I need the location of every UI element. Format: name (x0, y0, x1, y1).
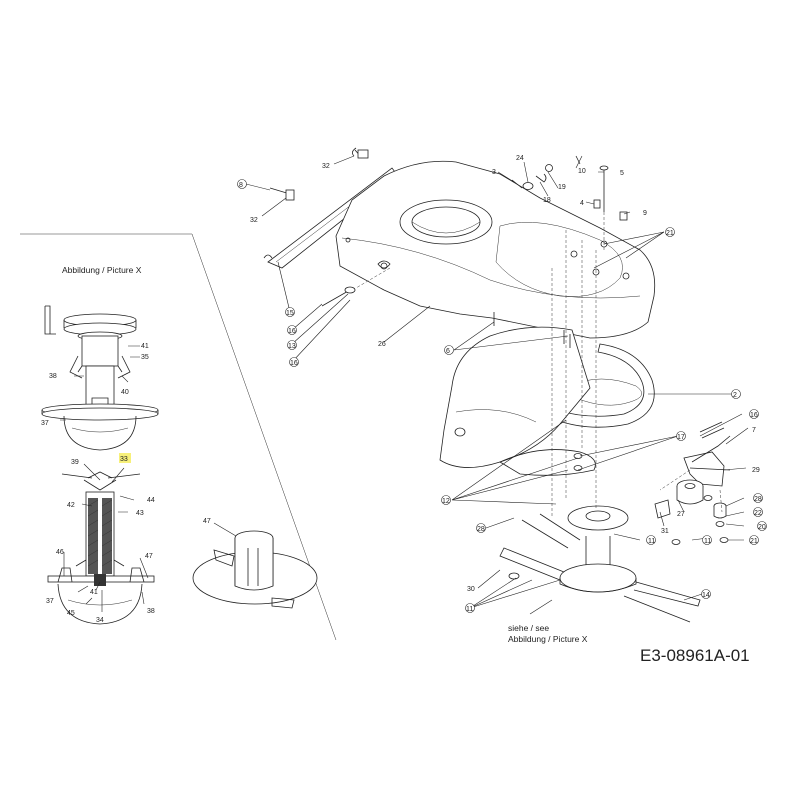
label-9: 9 (643, 210, 647, 217)
label-47b: 47 (203, 518, 211, 525)
label-11b: 11 (648, 538, 655, 545)
label-18: 18 (543, 197, 551, 204)
label-38: 38 (49, 373, 57, 380)
label-14: 14 (702, 592, 710, 599)
label-37b: 37 (46, 598, 54, 605)
label-29: 29 (752, 467, 760, 474)
label-28a: 28 (477, 526, 485, 533)
label-19: 19 (558, 184, 566, 191)
label-3: 3 (492, 169, 496, 176)
label-16c: 16 (750, 412, 758, 419)
label-7: 7 (752, 427, 756, 434)
highlight-33 (119, 453, 131, 463)
label-45: 45 (67, 610, 75, 617)
label-22: 22 (754, 510, 762, 517)
inset-upper-assembly (41, 305, 159, 451)
inset-section-assembly (47, 471, 155, 625)
label-43: 43 (136, 510, 144, 517)
label-16b: 16 (290, 360, 298, 367)
label-26: 26 (378, 341, 386, 348)
label-46: 46 (56, 549, 64, 556)
label-42: 42 (67, 502, 75, 509)
label-41b: 41 (90, 589, 98, 596)
inset-panel: Abbildung / Picture X (20, 233, 337, 641)
label-5: 5 (620, 170, 624, 177)
label-27: 27 (677, 511, 685, 518)
see-note-line2: Abbildung / Picture X (508, 634, 588, 644)
label-10: 10 (578, 168, 586, 175)
label-31: 31 (661, 528, 669, 535)
label-30: 30 (467, 586, 475, 593)
label-11c: 11 (466, 606, 473, 613)
collar-sketch: 47 (192, 518, 318, 609)
label-21b: 21 (750, 538, 758, 545)
label-11a: 11 (704, 538, 711, 545)
label-35: 35 (141, 354, 149, 361)
upper-housing (335, 160, 656, 339)
fan-hub (567, 505, 629, 531)
label-39: 39 (71, 459, 79, 466)
label-33: 33 (120, 456, 128, 463)
inset-caption: Abbildung / Picture X (62, 265, 142, 275)
label-38b: 38 (147, 608, 155, 615)
label-12: 12 (442, 498, 450, 505)
label-32a: 32 (322, 163, 330, 170)
label-37: 37 (41, 420, 49, 427)
label-47: 47 (145, 553, 153, 560)
label-28b: 28 (754, 496, 762, 503)
label-41: 41 (141, 343, 149, 350)
main-assembly: 32 8 32 3 24 19 18 10 5 4 9 21 15 16 13 … (237, 147, 767, 644)
lower-shroud (439, 326, 591, 468)
label-8: 8 (239, 182, 243, 189)
label-15: 15 (286, 310, 294, 317)
label-21a: 21 (666, 230, 674, 237)
label-32b: 32 (250, 217, 258, 224)
label-40: 40 (121, 389, 129, 396)
label-4: 4 (580, 200, 584, 207)
label-13: 13 (288, 343, 296, 350)
document-code: E3-08961A-01 (640, 646, 750, 665)
label-24: 24 (516, 155, 524, 162)
label-20: 20 (758, 524, 766, 531)
label-16a: 16 (288, 328, 296, 335)
label-34: 34 (96, 617, 104, 624)
label-44: 44 (147, 497, 155, 504)
label-17: 17 (677, 434, 685, 441)
see-note-line1: siehe / see (508, 623, 549, 633)
label-6: 6 (446, 348, 450, 355)
label-2: 2 (733, 392, 737, 399)
